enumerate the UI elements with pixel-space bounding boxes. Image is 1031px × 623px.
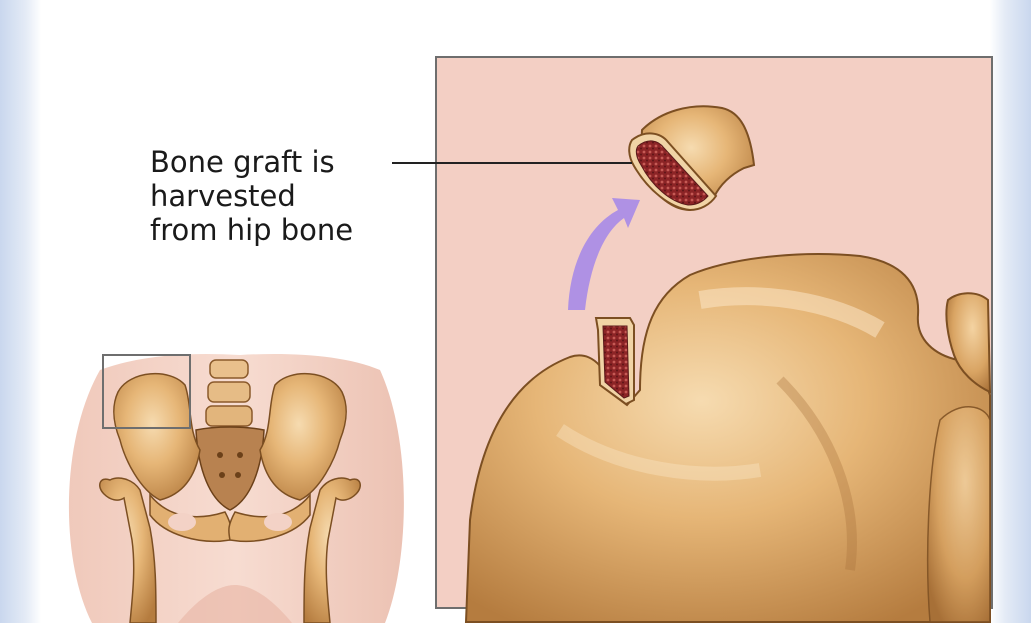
callout-line-3: from hip bone [150,213,353,247]
callout-line-1: Bone graft is [150,145,353,179]
lumbar-spine [206,360,252,426]
callout-label: Bone graft is harvested from hip bone [150,145,353,248]
callout-line-2: harvested [150,179,353,213]
pelvis-overview [69,354,404,623]
